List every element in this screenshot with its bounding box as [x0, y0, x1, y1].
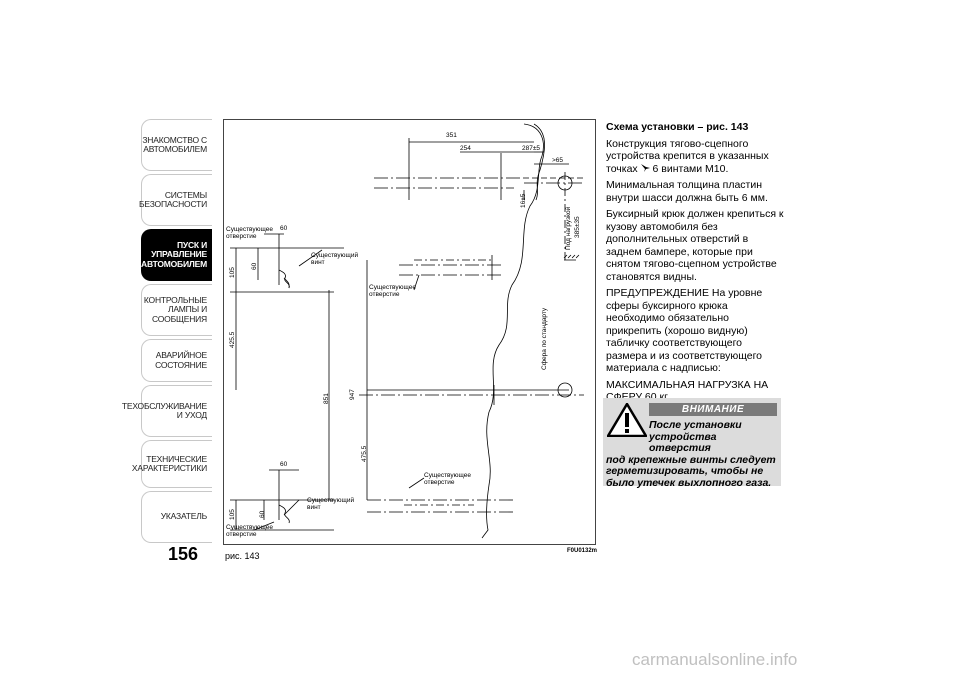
callout-existing-hole-3: Существующее отверстие: [424, 472, 472, 486]
warning-text: После установки устройства отверстия под…: [606, 419, 778, 489]
label-under-load: Под нагрузкой: [564, 206, 572, 250]
callout-existing-screw-1: Существующий винт: [311, 252, 359, 266]
tab-emergency-label: АВАРИЙНОЕ СОСТОЯНИЕ: [155, 350, 207, 370]
tab-intro-label: ЗНАКОМСТВО С АВТОМОБИЛЕМ: [142, 134, 207, 154]
tab-safety[interactable]: СИСТЕМЫ БЕЗОПАСНОСТИ: [139, 174, 212, 226]
paragraph-bumper: Буксирный крюк должен крепиться к кузову…: [606, 208, 784, 283]
dim-65: >65: [552, 157, 563, 164]
warning-box: ВНИМАНИЕ После установки устройства отве…: [603, 398, 781, 489]
dim-475: 475.5: [361, 445, 368, 462]
dim-60-bottom-vertical: 60: [259, 510, 266, 518]
tab-index-label: УКАЗАТЕЛЬ: [160, 511, 207, 522]
label-sphere-standard: Сфера по стандарту: [541, 307, 548, 370]
content-column: Схема установки – рис. 143 Конструкция т…: [606, 121, 786, 408]
dim-60-top: 60: [280, 225, 288, 232]
figure-caption: рис. 143: [225, 551, 260, 561]
tab-warning-lights[interactable]: КОНТРОЛЬНЫЕ ЛАМПЫ И СООБЩЕНИЯ: [141, 284, 212, 336]
tab-starting-driving-label: ПУСК И УПРАВЛЕНИЕ АВТОМОБИЛЕМ: [141, 239, 207, 269]
callout-existing-hole-1: Существующее отверстие: [226, 226, 274, 240]
dim-60-bottom: 60: [280, 461, 288, 468]
paragraph-mounting-text: Конструкция тягово-сцепного устройства к…: [606, 137, 769, 175]
tab-intro[interactable]: ЗНАКОМСТВО С АВТОМОБИЛЕМ: [141, 119, 212, 171]
tab-safety-label: СИСТЕМЫ БЕЗОПАСНОСТИ: [139, 189, 207, 209]
tab-starting-driving[interactable]: ПУСК И УПРАВЛЕНИЕ АВТОМОБИЛЕМ: [141, 229, 212, 281]
dim-254: 254: [460, 145, 471, 152]
dim-947: 947: [349, 389, 356, 400]
paragraph-plate-thickness: Минимальная толщина пластин внутри шасси…: [606, 179, 768, 204]
tab-index[interactable]: УКАЗАТЕЛЬ: [141, 491, 212, 543]
tab-warning-lights-label: КОНТРОЛЬНЫЕ ЛАМПЫ И СООБЩЕНИЯ: [143, 294, 207, 324]
towbar-installation-diagram: 351 254 287±5 >65 16±5 385±35 Под нагруз…: [223, 119, 596, 545]
paragraph-mounting: Конструкция тягово-сцепного устройства к…: [606, 138, 786, 176]
dim-287: 287±5: [522, 145, 540, 152]
screw-point-icon: [640, 163, 653, 175]
paragraph-mounting-tail: 6 винтами М10.: [652, 162, 729, 175]
dim-16: 16±5: [520, 193, 527, 208]
dim-60-top-vertical: 60: [251, 262, 258, 270]
tab-maintenance[interactable]: ТЕХОБСЛУЖИВАНИЕ И УХОД: [122, 385, 212, 437]
callout-existing-hole-4: Существующее отверстие: [226, 524, 274, 538]
warning-triangle-icon: [606, 402, 648, 442]
tab-maintenance-label: ТЕХОБСЛУЖИВАНИЕ И УХОД: [121, 400, 207, 420]
tab-technical-specs[interactable]: ТЕХНИЧЕСКИЕ ХАРАКТЕРИСТИКИ: [132, 440, 212, 488]
watermark: carmanualsonline.info: [632, 650, 798, 669]
tab-technical-specs-label: ТЕХНИЧЕСКИЕ ХАРАКТЕРИСТИКИ: [131, 453, 207, 473]
warning-line-1: После установки: [649, 419, 742, 431]
dim-425: 425.5: [229, 331, 236, 348]
dim-105-bottom: 105: [229, 509, 236, 520]
paragraph-warning-plate: ПРЕДУПРЕЖДЕНИЕ На уровне сферы буксирног…: [606, 287, 763, 374]
dim-851: 851: [323, 393, 330, 404]
warning-title: ВНИМАНИЕ: [649, 403, 777, 416]
figure-code: F0U0132m: [567, 548, 598, 554]
dim-351: 351: [446, 132, 457, 139]
section-title: Схема установки – рис. 143: [606, 121, 749, 133]
page-number: 156: [168, 544, 199, 564]
warning-rest: под крепежные винты следует герметизиров…: [606, 453, 776, 489]
dim-105-top: 105: [229, 267, 236, 278]
tab-emergency[interactable]: АВАРИЙНОЕ СОСТОЯНИЕ: [141, 339, 212, 382]
callout-existing-screw-2: Существующий винт: [307, 497, 355, 511]
warning-line-2: устройства отверстия: [649, 430, 717, 454]
dim-385: 385±35: [574, 216, 581, 238]
callout-existing-hole-2: Существующее отверстие: [369, 284, 417, 298]
